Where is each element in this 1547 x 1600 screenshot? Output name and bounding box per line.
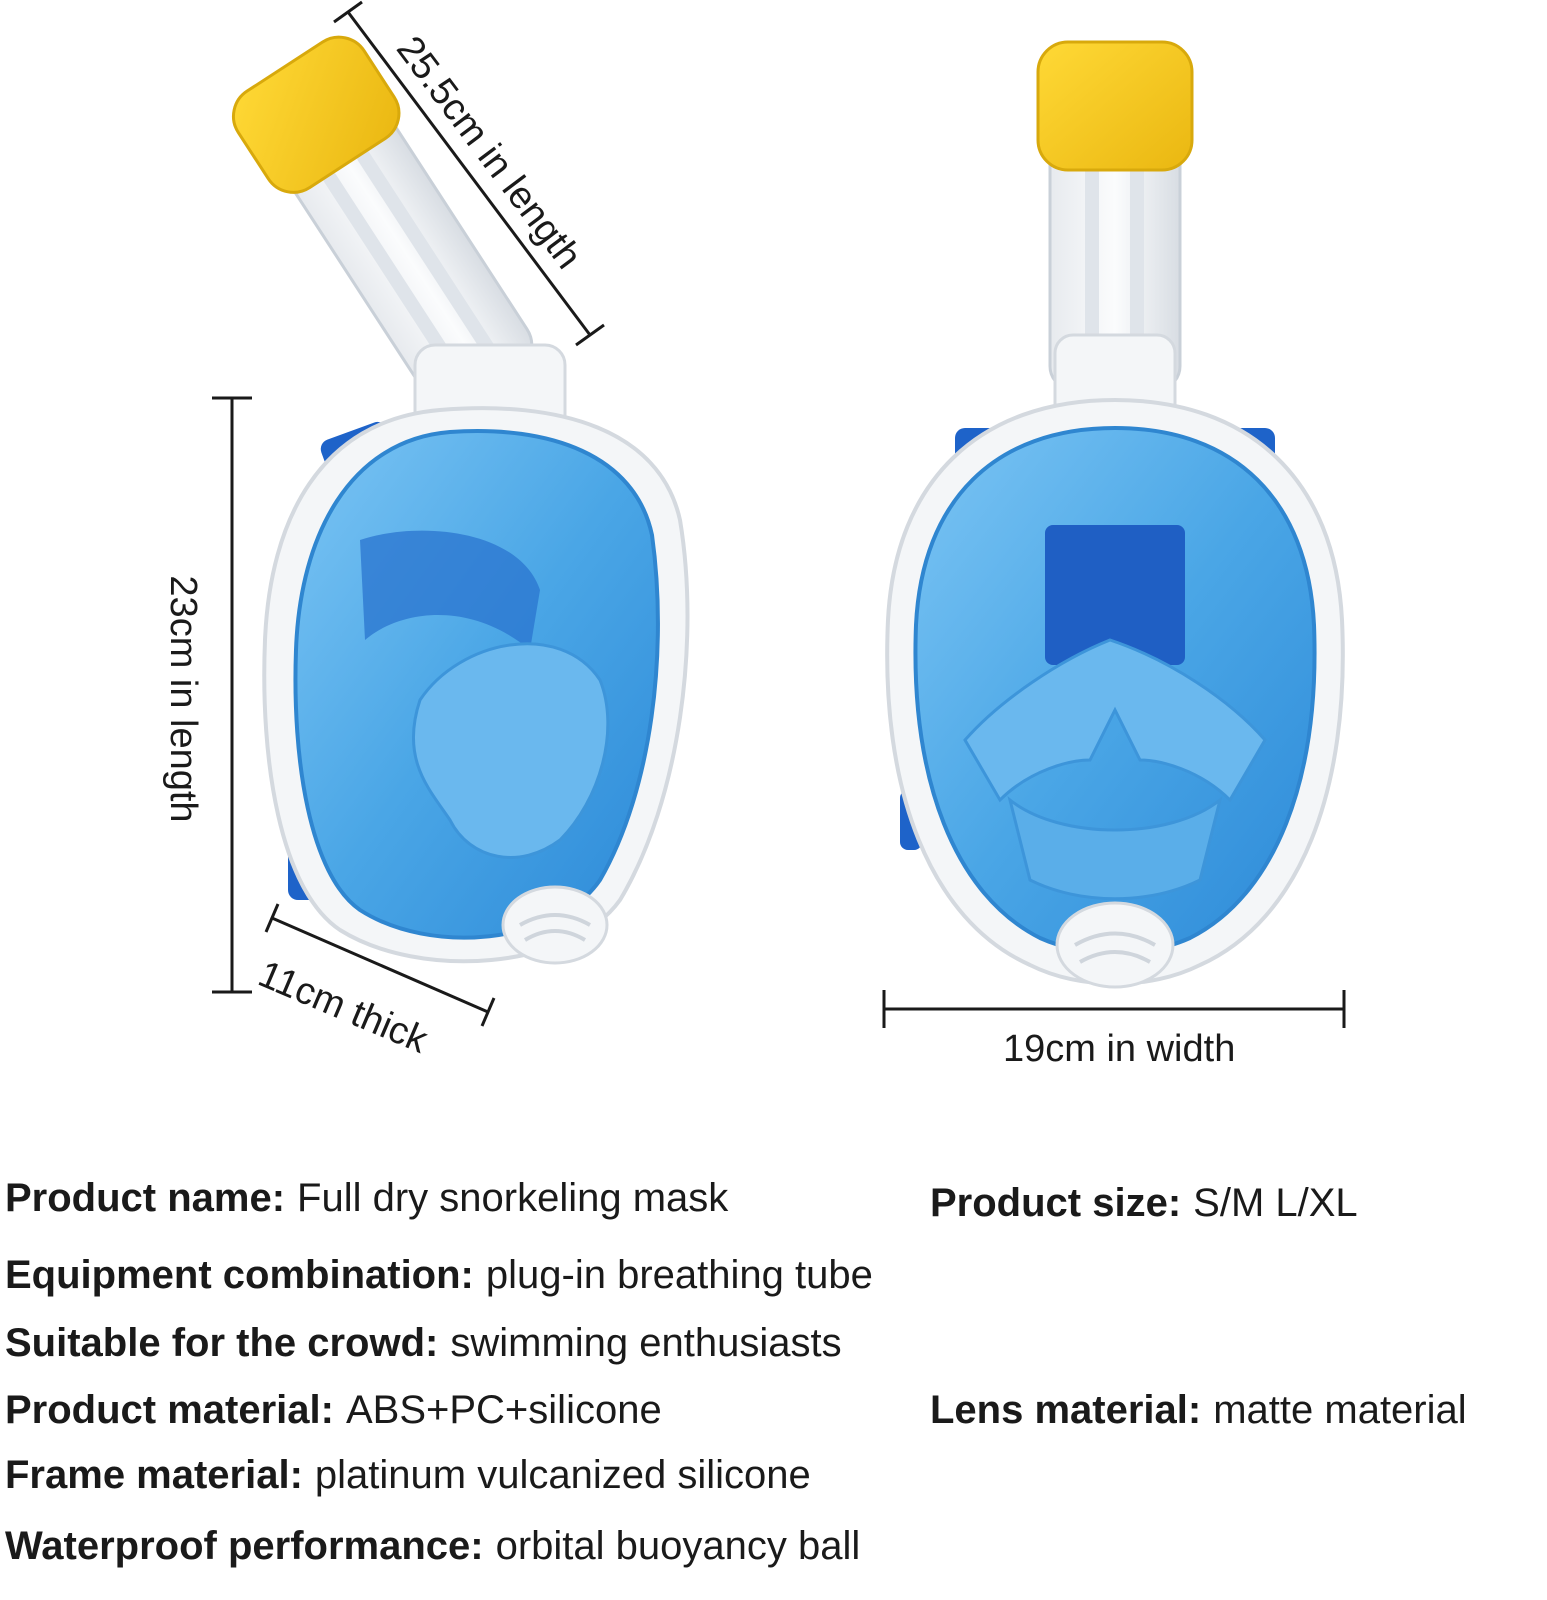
spec-suitable-crowd: Suitable for the crowd:swimming enthusia…: [5, 1323, 842, 1363]
mask-width-dimension-line: [882, 990, 1346, 1028]
mask-height-dimension-line: [212, 396, 252, 994]
mask-width-label: 19cm in width: [1003, 1028, 1236, 1070]
side-view-mask: [231, 35, 690, 965]
spec-value: platinum vulcanized silicone: [314, 1453, 811, 1497]
spec-product-size: Product size:S/M L/XL: [930, 1183, 1358, 1223]
spec-value: orbital buoyancy ball: [495, 1524, 861, 1568]
spec-key: Product size:: [930, 1181, 1182, 1225]
product-illustration: [212, 0, 1346, 1028]
spec-value: S/M L/XL: [1193, 1181, 1358, 1225]
spec-lens-material: Lens material:matte material: [930, 1390, 1467, 1430]
spec-value: ABS+PC+silicone: [345, 1388, 662, 1432]
spec-key: Product material:: [5, 1388, 334, 1432]
spec-key: Frame material:: [5, 1453, 303, 1497]
spec-product-material: Product material:ABS+PC+silicone: [5, 1390, 662, 1430]
spec-key: Lens material:: [930, 1388, 1202, 1432]
mask-length-label: 23cm in length: [162, 575, 204, 823]
spec-waterproof-performance: Waterproof performance:orbital buoyancy …: [5, 1526, 860, 1566]
spec-equipment-combination: Equipment combination:plug-in breathing …: [5, 1255, 873, 1295]
spec-value: matte material: [1213, 1388, 1467, 1432]
spec-value: Full dry snorkeling mask: [297, 1176, 729, 1220]
mask-thickness-dimension-line: [264, 903, 496, 1027]
spec-product-name: Product name:Full dry snorkeling mask: [5, 1178, 728, 1218]
snorkel-length-dimension-line: [333, 0, 605, 347]
spec-value: plug-in breathing tube: [485, 1253, 873, 1297]
spec-value: swimming enthusiasts: [450, 1321, 842, 1365]
spec-key: Equipment combination:: [5, 1253, 474, 1297]
spec-frame-material: Frame material:platinum vulcanized silic…: [5, 1455, 811, 1495]
spec-key: Suitable for the crowd:: [5, 1321, 439, 1365]
spec-key: Product name:: [5, 1176, 286, 1220]
front-view-mask: [885, 40, 1345, 989]
spec-key: Waterproof performance:: [5, 1524, 484, 1568]
